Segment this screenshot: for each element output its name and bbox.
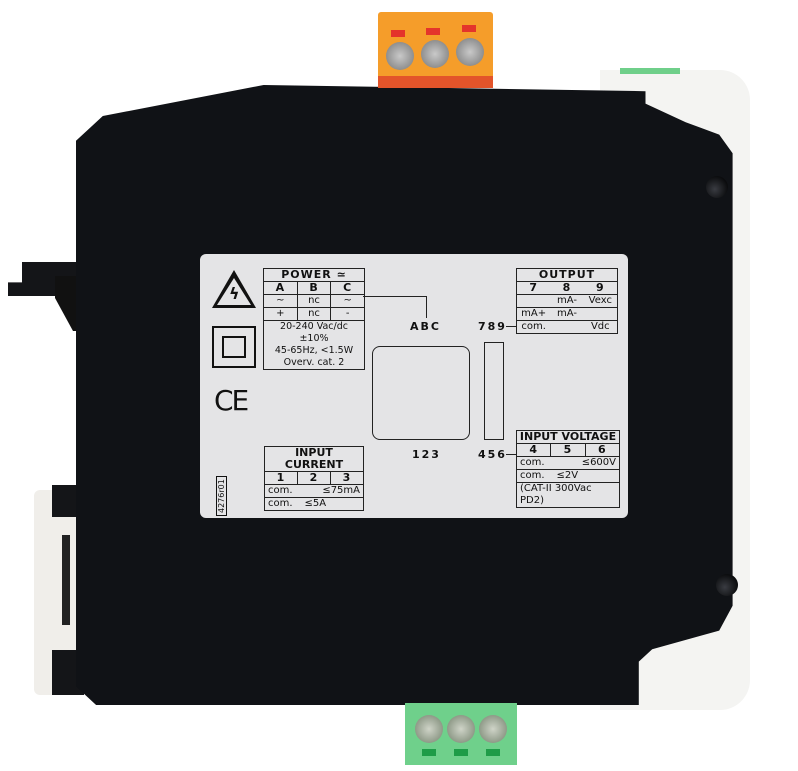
power-terminal-block <box>378 12 493 88</box>
ce-mark: CE <box>214 384 249 417</box>
screw-icon <box>421 40 449 68</box>
terminal-marker <box>454 749 468 756</box>
screw-hole-top <box>706 176 728 198</box>
green-strip <box>620 68 680 74</box>
789-label: 789 <box>478 320 507 333</box>
screw-icon <box>415 715 443 743</box>
terminal-marker <box>462 25 476 32</box>
signal-terminal-block <box>405 703 517 765</box>
screw-hole-bottom <box>716 574 738 596</box>
module-diagram <box>372 346 470 440</box>
lightning-icon: ϟ <box>229 284 240 303</box>
terminal-marker <box>486 749 500 756</box>
abc-label: ABC <box>410 320 441 333</box>
part-code: 4276r01 <box>216 476 227 516</box>
123-label: 123 <box>412 448 441 461</box>
screw-icon <box>386 42 414 70</box>
terminal-marker <box>391 30 405 37</box>
terminal-marker <box>426 28 440 35</box>
power-title: POWER ≃ <box>281 268 347 281</box>
double-insulation-icon <box>212 326 256 368</box>
456-label: 456 <box>478 448 507 461</box>
screw-icon <box>456 38 484 66</box>
terminal-marker <box>422 749 436 756</box>
rail-diagram <box>484 342 504 440</box>
latch-slot <box>62 535 70 625</box>
screw-icon <box>447 715 475 743</box>
screw-icon <box>479 715 507 743</box>
